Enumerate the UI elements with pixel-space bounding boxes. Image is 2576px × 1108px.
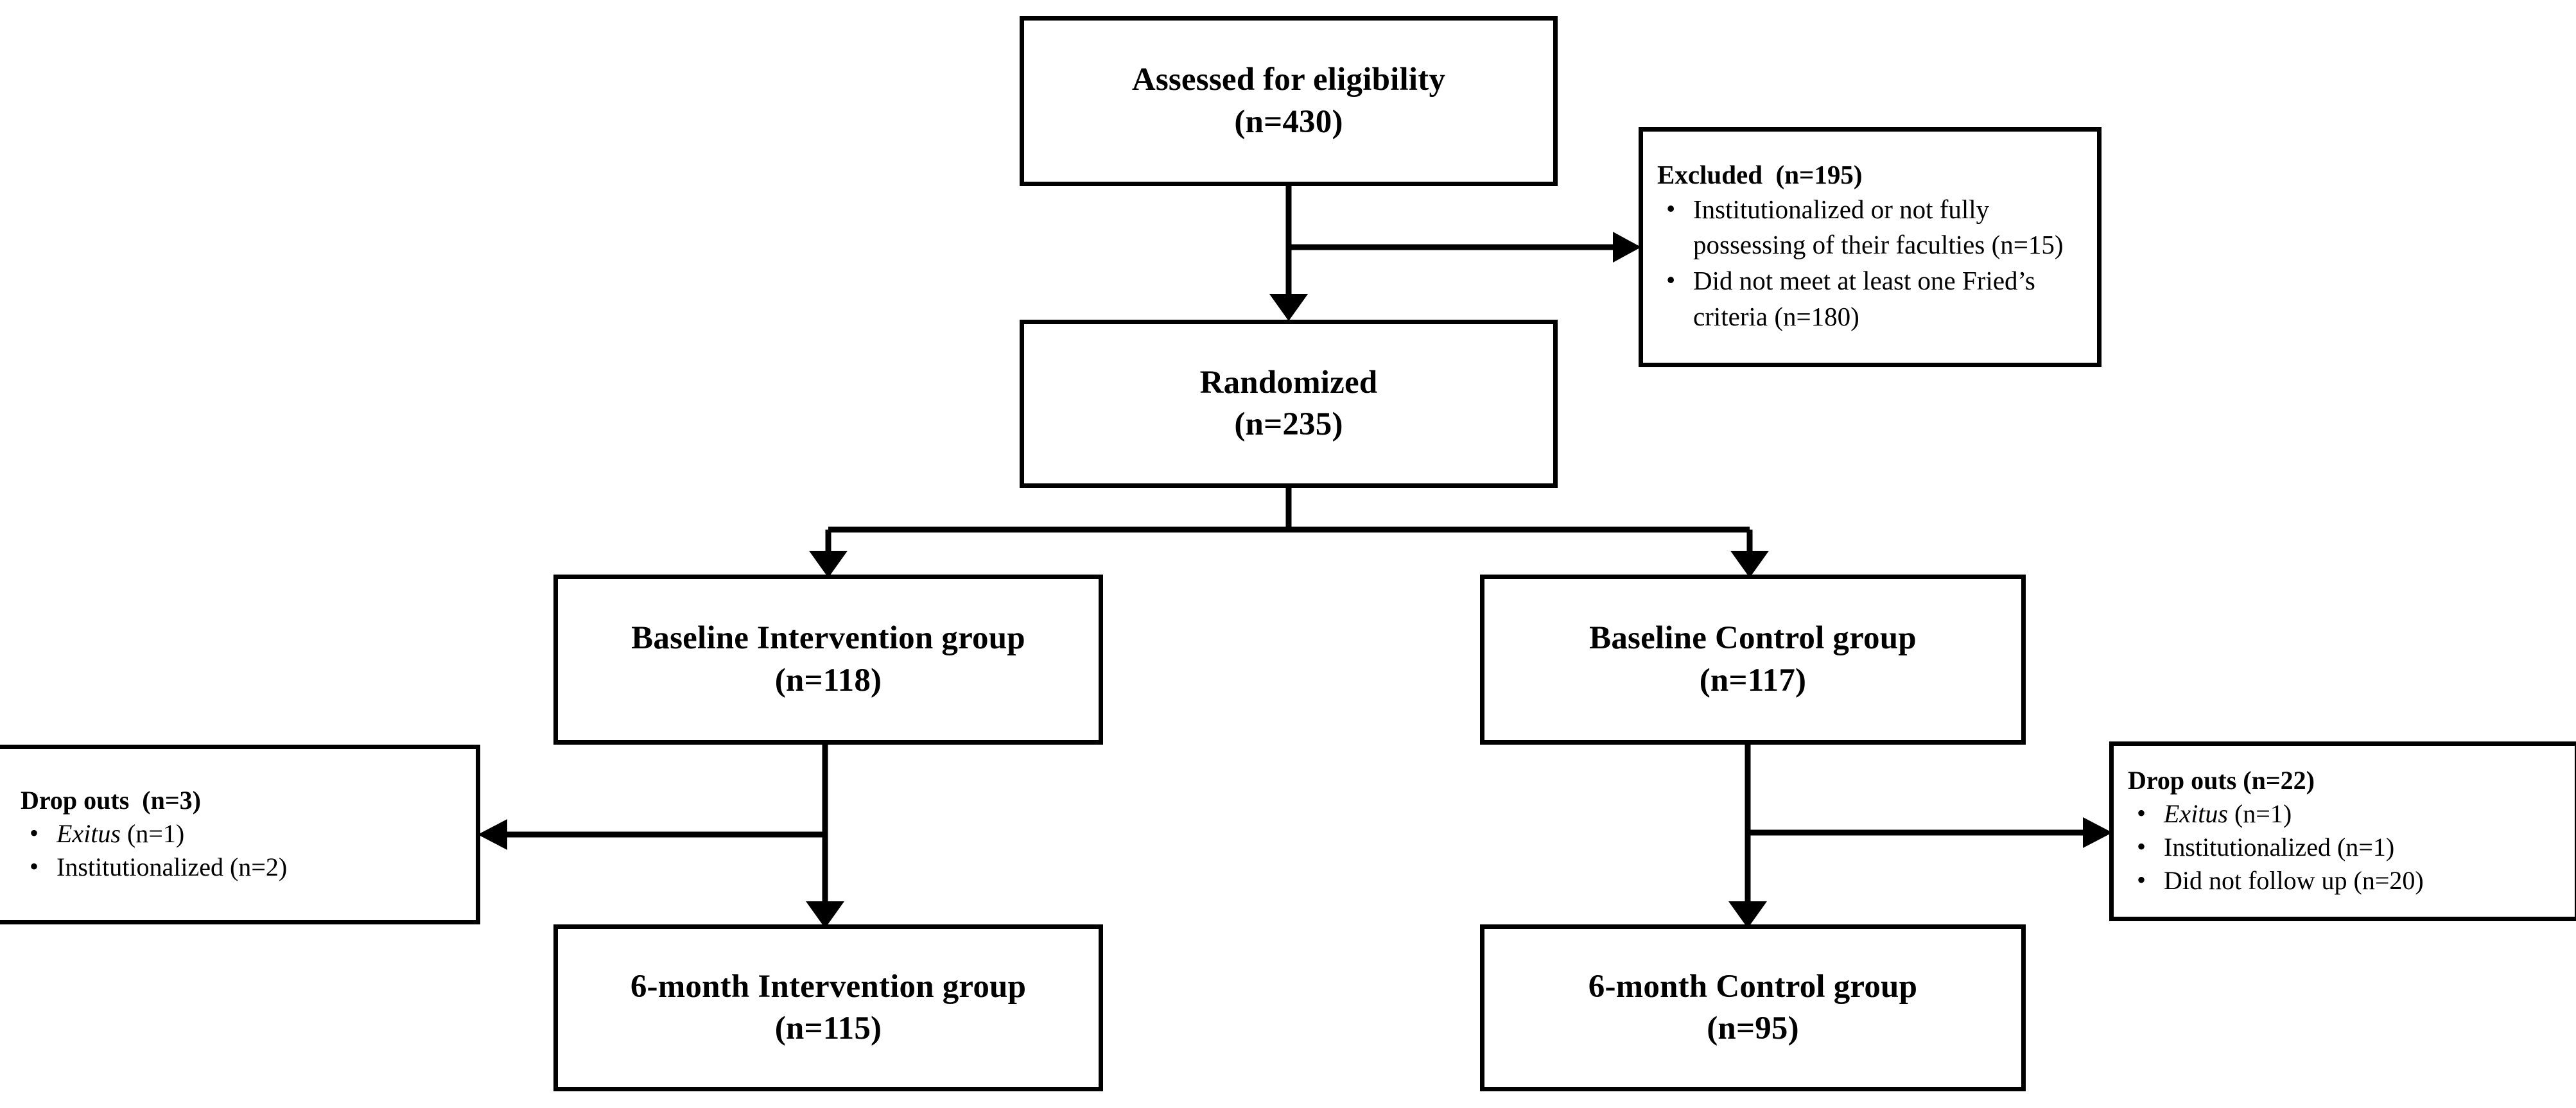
node-followup-control-group: 6-month Control group (n=95) [1480,924,2026,1091]
node-dropouts-intervention: Drop outs (n=3) • Exitus (n=1) • Institu… [0,745,480,924]
node-randomized-line1: Randomized [1199,364,1378,401]
list-item: • Did not follow up (n=20) [2128,864,2566,897]
node-followup-control-line2: (n=95) [1707,1010,1799,1046]
bullet-icon: • [1666,265,1676,295]
node-excluded-header: Excluded (n=195) [1657,160,1863,190]
bullet-icon: • [2137,831,2146,861]
node-baseline-control-line2: (n=117) [1699,662,1807,698]
arrowhead-down-randomized [1269,294,1308,321]
arrowhead-right-dropouts-control [2083,817,2112,848]
list-item: • Exitus (n=1) [21,817,467,851]
node-baseline-control-group: Baseline Control group (n=117) [1480,575,2026,745]
node-dropouts-control-reason-italic: Exitus [2164,799,2228,828]
node-dropouts-intervention-reason-italic: Exitus [57,818,121,848]
node-assessed-line2: (n=430) [1234,103,1343,140]
node-excluded-reason-text: Did not meet at least one Fried’s criter… [1693,266,2035,331]
arrowhead-left-dropouts-intervention [478,819,507,850]
node-followup-intervention-group: 6-month Intervention group (n=115) [553,924,1103,1091]
list-item: • Exitus (n=1) [2128,797,2566,831]
node-dropouts-control-header: Drop outs (n=22) [2128,766,2315,795]
node-dropouts-control-reason-text: Did not follow up (n=20) [2164,865,2424,895]
bullet-icon: • [2137,798,2146,827]
bullet-icon: • [30,818,39,847]
node-randomized-line2: (n=235) [1234,406,1343,442]
node-followup-control-line1: 6-month Control group [1588,968,1918,1005]
node-randomized: Randomized (n=235) [1020,320,1558,488]
node-baseline-intervention-line2: (n=118) [774,662,882,698]
node-followup-intervention-line2: (n=115) [774,1010,882,1046]
node-dropouts-control: Drop outs (n=22) • Exitus (n=1) • Instit… [2109,741,2576,921]
node-assessed-for-eligibility: Assessed for eligibility (n=430) [1020,16,1558,186]
node-baseline-intervention-group: Baseline Intervention group (n=118) [553,575,1103,745]
arrowhead-down-baseline-control [1730,551,1769,578]
node-dropouts-intervention-header: Drop outs (n=3) [21,786,201,815]
bullet-icon: • [1666,193,1676,223]
arrowheads [478,232,2112,928]
arrowhead-right-excluded [1613,232,1641,263]
list-item: • Institutionalized or not fully possess… [1657,192,2088,264]
arrowhead-down-baseline-intervention [809,551,848,578]
bullet-icon: • [30,851,39,881]
list-item: • Institutionalized (n=1) [2128,831,2566,864]
node-dropouts-control-reason-text: (n=1) [2227,799,2292,828]
node-dropouts-intervention-reason-list: • Exitus (n=1) • Institutionalized (n=2) [21,817,467,884]
node-dropouts-control-reason-list: • Exitus (n=1) • Institutionalized (n=1)… [2128,797,2566,897]
bullet-icon: • [2137,865,2146,894]
list-item: • Institutionalized (n=2) [21,851,467,884]
node-dropouts-intervention-reason-text: Institutionalized (n=2) [57,852,288,881]
node-dropouts-intervention-reason-text: (n=1) [120,818,185,848]
arrowhead-down-followup-intervention [806,901,844,928]
node-dropouts-control-reason-text: Institutionalized (n=1) [2164,832,2395,861]
node-excluded-reason-list: • Institutionalized or not fully possess… [1657,192,2088,335]
node-baseline-control-line1: Baseline Control group [1589,620,1917,657]
node-excluded-reason-text: Institutionalized or not fully possessin… [1693,194,2064,260]
node-followup-intervention-line1: 6-month Intervention group [630,968,1027,1005]
list-item: • Did not meet at least one Fried’s crit… [1657,263,2088,335]
node-baseline-intervention-line1: Baseline Intervention group [631,620,1025,657]
node-excluded: Excluded (n=195) • Institutionalized or … [1639,127,2102,367]
arrowhead-down-followup-control [1728,901,1767,928]
node-assessed-line1: Assessed for eligibility [1131,62,1446,98]
